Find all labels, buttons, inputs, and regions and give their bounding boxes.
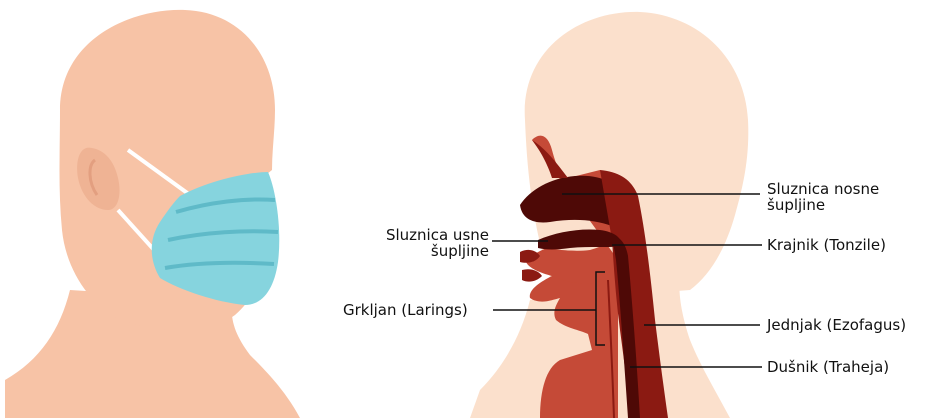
label-larynx: Grkljan (Larings) <box>343 302 468 318</box>
label-oral-mucosa-line1: Sluznica usne <box>368 227 489 243</box>
label-oral-mucosa-line2: šupljine <box>368 243 489 259</box>
label-tonsils: Krajnik (Tonzile) <box>767 237 886 253</box>
label-nasal-mucosa: Sluznica nosne šupljine <box>767 181 879 213</box>
label-nasal-mucosa-line1: Sluznica nosne <box>767 181 879 197</box>
label-trachea: Dušnik (Traheja) <box>767 359 889 375</box>
label-oral-mucosa: Sluznica usne šupljine <box>368 227 489 259</box>
anatomy-head <box>470 12 748 418</box>
masked-head <box>5 10 300 418</box>
label-esophagus: Jednjak (Ezofagus) <box>767 317 906 333</box>
label-nasal-mucosa-line2: šupljine <box>767 197 879 213</box>
